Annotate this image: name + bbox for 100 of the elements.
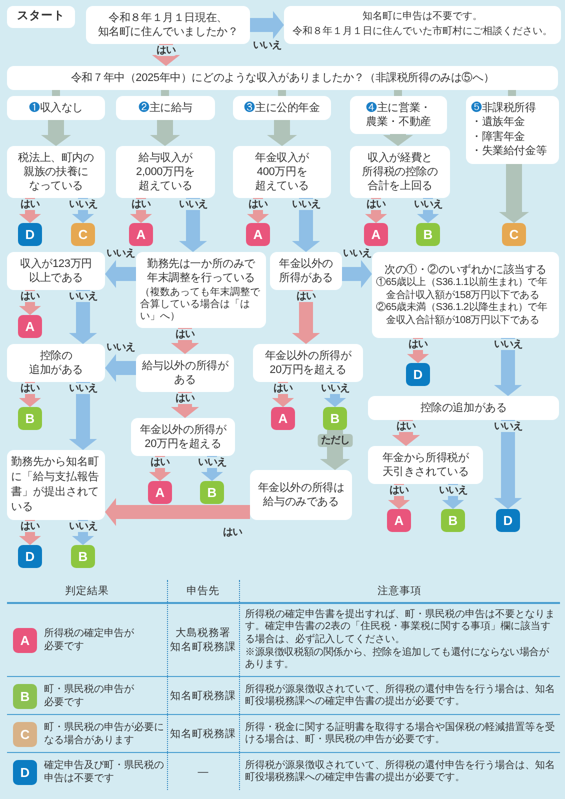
question-text: 令和８年１月１日現在、知名町に住んでいましたか？ bbox=[96, 10, 240, 40]
result-badge bbox=[129, 223, 153, 246]
arrow bbox=[272, 382, 294, 407]
result-badge bbox=[71, 545, 95, 568]
question-text: 年金以外の所得は給与のみである bbox=[256, 480, 346, 510]
edge-label: いいえ bbox=[196, 457, 228, 468]
footnote-text: ※源泉徴収税額の関係から、控除を追加しても還付にならない場合があります。 bbox=[245, 647, 550, 672]
result-badge bbox=[18, 407, 42, 430]
edge-label: はい bbox=[20, 521, 40, 532]
result-badge bbox=[271, 407, 295, 430]
arrow bbox=[150, 120, 180, 146]
arrow bbox=[149, 456, 171, 481]
category-box bbox=[233, 96, 331, 120]
edge-label: はい bbox=[156, 45, 176, 56]
question-text: 給与収入が2,000万円を超えている bbox=[135, 150, 196, 194]
edge-label: はい bbox=[248, 199, 268, 210]
note-text: 所得税が源泉徴収されていて、所得税の還付申告を行う場合は、知名町役場税務課への確定申告書の提出が必要です。 bbox=[245, 760, 556, 784]
question-text: 次の①・②のいずれかに該当する bbox=[384, 262, 546, 276]
edge-label: はい bbox=[174, 393, 196, 404]
result-letter: A bbox=[371, 228, 381, 241]
question-box bbox=[270, 252, 342, 290]
question-box bbox=[131, 418, 235, 456]
arrow bbox=[342, 260, 372, 288]
result-text: 町・県民税の申告が必要です bbox=[44, 683, 135, 709]
result-letter: B bbox=[207, 486, 217, 499]
condition-text: ①65歳以上（S36.1.1以前生まれ）で年金合計収入額が158万円以下である bbox=[376, 277, 548, 302]
arrow bbox=[417, 198, 439, 223]
arrow bbox=[292, 290, 320, 344]
category-box bbox=[350, 96, 447, 134]
result-letter: D bbox=[503, 514, 513, 527]
message-text: 令和８年１月１日に住んでいた市町村にご相談ください。 bbox=[292, 25, 552, 39]
category-label: ❺非課税所得 bbox=[471, 101, 536, 116]
result-badge bbox=[18, 223, 42, 246]
office-name: 大島税務署 bbox=[176, 626, 230, 640]
edge-label: いいえ bbox=[68, 383, 98, 394]
arrow bbox=[250, 11, 284, 39]
arrow bbox=[247, 198, 269, 223]
question-text: 給与以外の所得がある bbox=[140, 358, 230, 388]
arrow bbox=[365, 198, 387, 223]
arrow bbox=[292, 198, 320, 252]
result-letter: B bbox=[20, 690, 30, 703]
arrow bbox=[383, 134, 413, 146]
arrow bbox=[407, 338, 429, 363]
start-label: スタート bbox=[17, 10, 65, 24]
edge-label: いいえ bbox=[492, 339, 524, 350]
edge-label: いいえ bbox=[320, 383, 350, 394]
result-text: 確定申告及び町・県民税の申告は不要です bbox=[44, 759, 165, 785]
arrow bbox=[19, 290, 41, 315]
question-box bbox=[136, 252, 266, 328]
question-box bbox=[86, 6, 250, 44]
result-badge bbox=[13, 760, 37, 785]
note-text: 所得・税金に関する証明書を取得する場合や国保税の軽減措置等を受ける場合は、町・県民税の申告が必要です。 bbox=[245, 722, 556, 746]
question-text: 勤務先から知名町に「給与支払報告書」が提出されている bbox=[11, 455, 100, 515]
edge-label: いいえ bbox=[68, 291, 98, 302]
result-letter: B bbox=[448, 514, 458, 527]
result-text: 町・県民税の申告が必要になる場合があります bbox=[44, 721, 165, 747]
connector-line bbox=[508, 90, 516, 96]
edge-label: はい bbox=[20, 291, 40, 302]
result-letter: A bbox=[20, 634, 30, 647]
result-badge bbox=[18, 545, 42, 568]
edge-label: はい bbox=[396, 421, 416, 432]
edge-label: いいえ bbox=[252, 40, 282, 51]
edge-label: いいえ bbox=[492, 421, 524, 432]
arrow bbox=[494, 420, 522, 509]
arrow bbox=[72, 198, 94, 223]
list-item: ・失業給付金等 bbox=[471, 144, 547, 158]
result-letter: B bbox=[330, 412, 340, 425]
result-badge bbox=[496, 509, 520, 532]
office-name: ― bbox=[198, 764, 208, 780]
arrow bbox=[19, 198, 41, 223]
arrow bbox=[494, 338, 522, 396]
result-badge bbox=[406, 363, 430, 386]
result-letter: D bbox=[25, 550, 35, 563]
result-badge bbox=[13, 722, 37, 747]
result-badge bbox=[18, 315, 42, 338]
question-text: 収入が123万円以上である bbox=[19, 256, 93, 286]
arrow bbox=[41, 120, 71, 146]
question-box bbox=[253, 344, 363, 382]
connector-line bbox=[52, 90, 60, 96]
arrow bbox=[179, 198, 207, 252]
arrow bbox=[392, 420, 420, 446]
result-badge bbox=[416, 223, 440, 246]
result-badge bbox=[13, 684, 37, 709]
question-box bbox=[350, 146, 450, 198]
result-letter: A bbox=[394, 514, 404, 527]
edge-label: はい bbox=[296, 291, 316, 302]
category-label: ❹主に営業・農業・不動産 bbox=[365, 100, 432, 130]
question-box bbox=[368, 396, 559, 420]
category-box bbox=[466, 96, 559, 164]
result-badge bbox=[71, 223, 95, 246]
edge-label: はい bbox=[222, 527, 244, 538]
result-badge bbox=[323, 407, 347, 430]
question-box bbox=[7, 66, 558, 90]
arrow bbox=[69, 290, 97, 344]
question-box bbox=[7, 252, 105, 290]
condition-text: ②65歳未満（S36.1.2以降生まれ）で年金収入合計額が108万円以下である bbox=[376, 302, 548, 328]
edge-label: はい bbox=[388, 485, 410, 496]
result-text: 所得税の確定申告が必要です bbox=[44, 627, 135, 653]
result-badge bbox=[246, 223, 270, 246]
result-letter: B bbox=[423, 228, 433, 241]
